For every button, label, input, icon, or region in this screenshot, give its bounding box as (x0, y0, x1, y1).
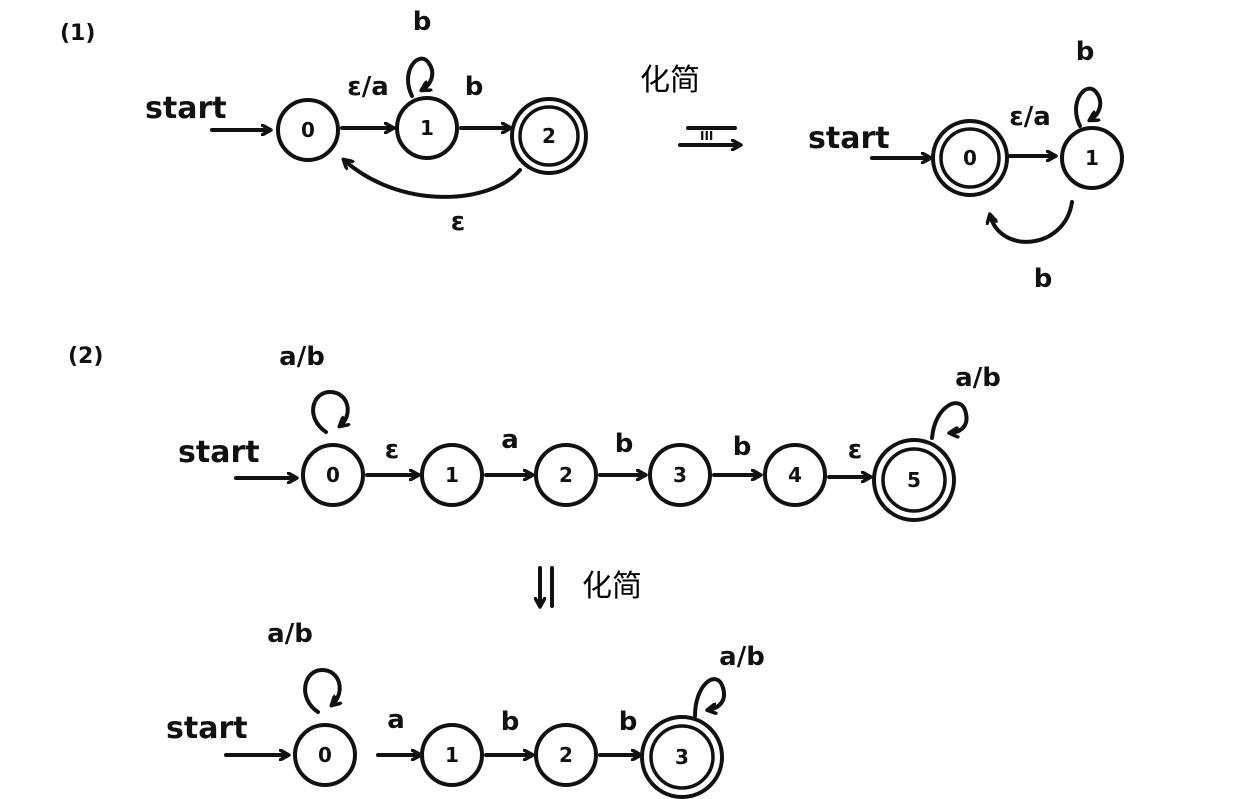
self-loop-1 (1074, 86, 1103, 128)
edge-label: a (501, 425, 519, 455)
state-3-final: 3 (640, 715, 724, 799)
state-1: 1 (395, 96, 459, 160)
equivalence-mark: III (700, 129, 713, 143)
diagram-4: start 0 a/b a 1 b 2 b 3 a/b (166, 619, 765, 799)
diagram-2: start 0 ε/a 1 b b (808, 37, 1124, 294)
self-loop-0 (303, 668, 340, 714)
state-label: 0 (963, 146, 977, 170)
edge-label: b (501, 707, 520, 737)
state-4: 4 (763, 443, 827, 507)
edge-label: ε (848, 435, 862, 465)
edge-label: a/b (955, 363, 1001, 393)
state-label: 1 (445, 463, 459, 487)
start-label: start (178, 435, 260, 470)
state-label: 1 (420, 116, 434, 140)
self-loop-1 (406, 56, 435, 98)
edge-2-0 (344, 160, 522, 199)
edge-label: ε/a (347, 72, 389, 102)
state-0: 0 (276, 98, 340, 162)
start-label: start (808, 121, 890, 156)
state-5-final: 5 (872, 438, 956, 522)
edge-label: b (615, 429, 634, 459)
state-label: 2 (559, 743, 573, 767)
edge-label: b (733, 432, 752, 462)
state-label: 3 (675, 745, 689, 769)
state-label: 2 (542, 124, 556, 148)
state-label: 4 (788, 463, 802, 487)
edge-label: a/b (267, 619, 313, 649)
state-2: 2 (534, 723, 598, 787)
state-label: 1 (1085, 146, 1099, 170)
edge-1-0 (990, 200, 1074, 244)
state-0: 0 (301, 443, 365, 507)
edge-label: ε (451, 207, 465, 237)
state-2-final: 2 (510, 97, 588, 175)
state-label: 1 (445, 743, 459, 767)
simplify-annotation-top: 化简 III (640, 63, 740, 145)
edge-label: a (387, 705, 405, 735)
state-label: 3 (673, 463, 687, 487)
state-0: 0 (293, 723, 357, 787)
edge-label: b (1034, 264, 1053, 294)
state-2: 2 (534, 443, 598, 507)
edge-label: a/b (719, 642, 765, 672)
state-1: 1 (1060, 126, 1124, 190)
state-label: 2 (559, 463, 573, 487)
edge-label: b (413, 7, 432, 37)
edge-label: b (465, 72, 484, 102)
state-label: 0 (318, 743, 332, 767)
state-0-final: 0 (931, 119, 1009, 197)
state-3: 3 (648, 443, 712, 507)
state-label: 0 (301, 118, 315, 142)
part-1-label: (1) (60, 21, 95, 46)
simplify-text: 化简 (582, 569, 642, 604)
simplify-text: 化简 (640, 63, 700, 98)
edge-label: ε (385, 435, 399, 465)
start-label: start (166, 711, 248, 746)
self-loop-5 (930, 401, 969, 440)
state-label: 5 (907, 468, 921, 492)
start-label: start (145, 91, 227, 126)
diagram-3: start 0 a/b ε 1 a 2 b 3 b 4 (178, 342, 1001, 522)
self-loop-3 (693, 677, 727, 718)
simplify-annotation-bottom: 化简 (540, 566, 642, 606)
part-2-label: (2) (68, 344, 103, 369)
edge-label: ε/a (1009, 102, 1051, 132)
edge-label: b (619, 707, 638, 737)
edge-label: a/b (279, 342, 325, 372)
diagram-1: start 0 ε/a 1 b b 2 ε (145, 7, 588, 237)
self-loop-0 (311, 390, 348, 434)
state-1: 1 (420, 443, 484, 507)
state-label: 0 (326, 463, 340, 487)
state-1: 1 (420, 723, 484, 787)
edge-label: b (1076, 37, 1095, 67)
